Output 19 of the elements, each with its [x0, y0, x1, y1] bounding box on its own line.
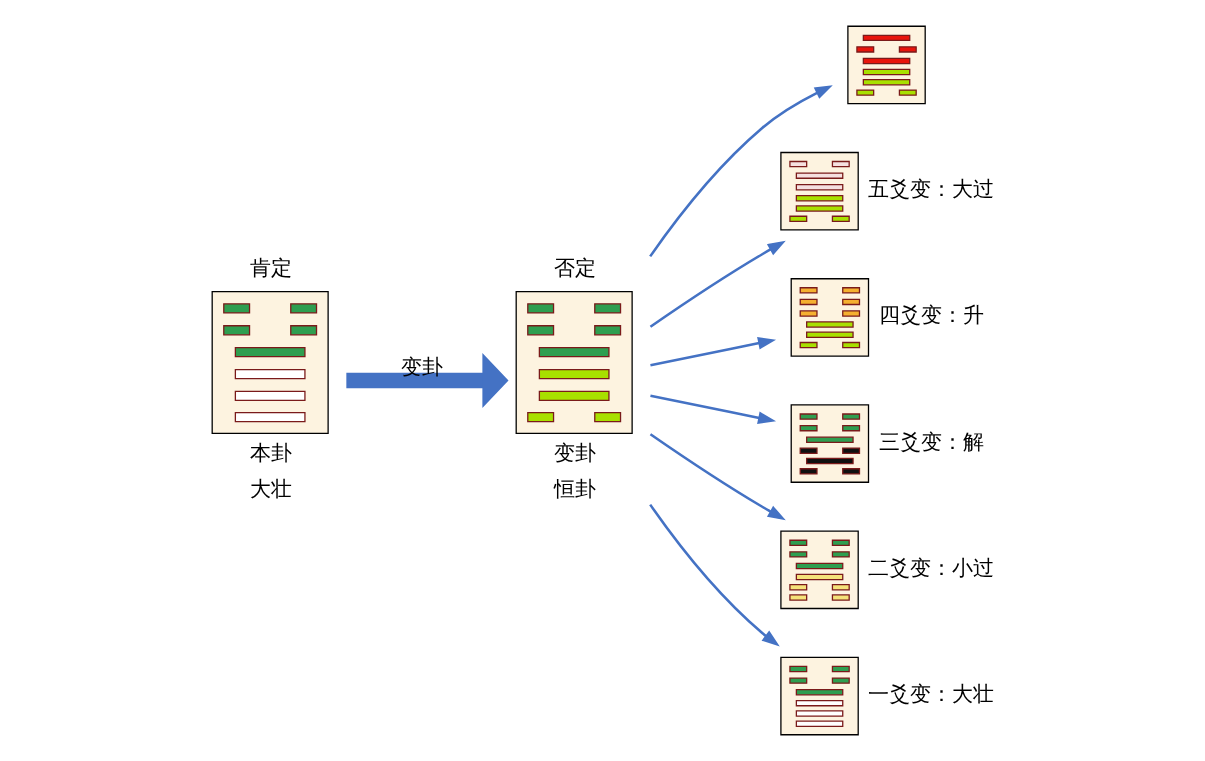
node-label: 一爻变：大壮 [868, 681, 995, 706]
node-label: 二爻变：小过 [868, 555, 995, 580]
node-label: 大壮 [249, 477, 292, 502]
node-label: 本卦 [249, 441, 292, 466]
arrow [649, 503, 780, 647]
node-label: 恒卦 [553, 477, 596, 502]
node-label: 否定 [553, 255, 596, 280]
arrow [650, 337, 777, 367]
arrow [346, 353, 509, 408]
arrow [649, 433, 786, 521]
node-label: 四爻变：升 [878, 303, 984, 328]
arrow [649, 240, 786, 328]
node-label: 变卦 [553, 441, 596, 466]
node-label: 三爻变：解 [878, 429, 984, 454]
arrow [650, 394, 777, 424]
node-label: 五爻变：大过 [868, 177, 995, 202]
edge-label: 变卦 [401, 354, 444, 379]
arrow [649, 85, 833, 258]
node-label: 肯定 [249, 255, 292, 280]
